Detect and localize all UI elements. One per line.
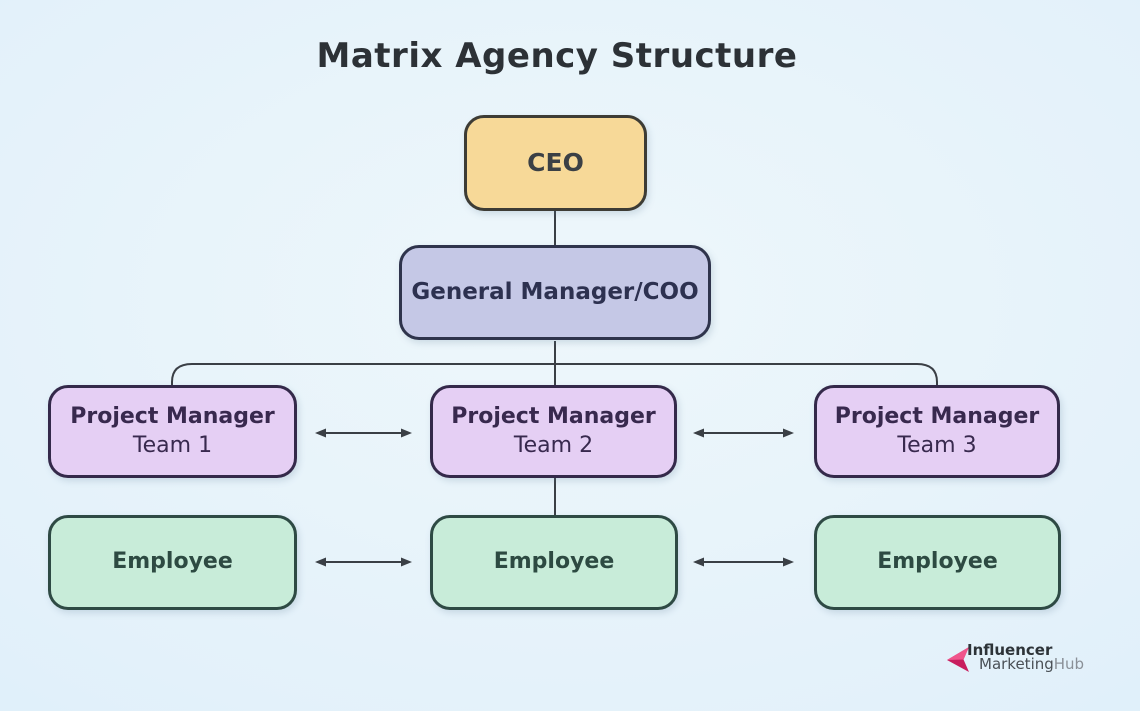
logo-line2: MarketingHub (967, 657, 1084, 672)
logo-marketing: Marketing (979, 655, 1054, 673)
node-label: Project Manager (451, 404, 656, 430)
node-label: Employee (493, 549, 615, 575)
node-sublabel: Team 2 (513, 432, 594, 458)
node-employee-2: Employee (430, 515, 678, 610)
influencer-marketinghub-logo: Influencer MarketingHub (945, 643, 1084, 673)
node-project-manager-team-3: Project Manager Team 3 (814, 385, 1060, 478)
node-ceo: CEO (464, 115, 647, 211)
node-employee-3: Employee (814, 515, 1061, 610)
node-label: Employee (112, 549, 233, 575)
logo-hub: Hub (1053, 655, 1085, 673)
node-project-manager-team-2: Project Manager Team 2 (430, 385, 677, 478)
node-project-manager-team-1: Project Manager Team 1 (48, 385, 297, 478)
node-label: Employee (877, 549, 998, 575)
node-label: Project Manager (70, 404, 275, 430)
logo-line1: Influencer (967, 641, 1053, 659)
node-employee-1: Employee (48, 515, 297, 610)
node-sublabel: Team 1 (132, 432, 213, 458)
arrow-left-icon (947, 647, 969, 672)
node-sublabel: Team 3 (897, 432, 977, 458)
node-label: Project Manager (834, 404, 1040, 430)
node-label: CEO (527, 148, 584, 177)
node-label: General Manager/COO (411, 278, 699, 305)
edge-gm-pm-bus (171, 363, 938, 386)
node-general-manager-coo: General Manager/COO (399, 245, 711, 340)
page-title: Matrix Agency Structure (316, 36, 798, 76)
